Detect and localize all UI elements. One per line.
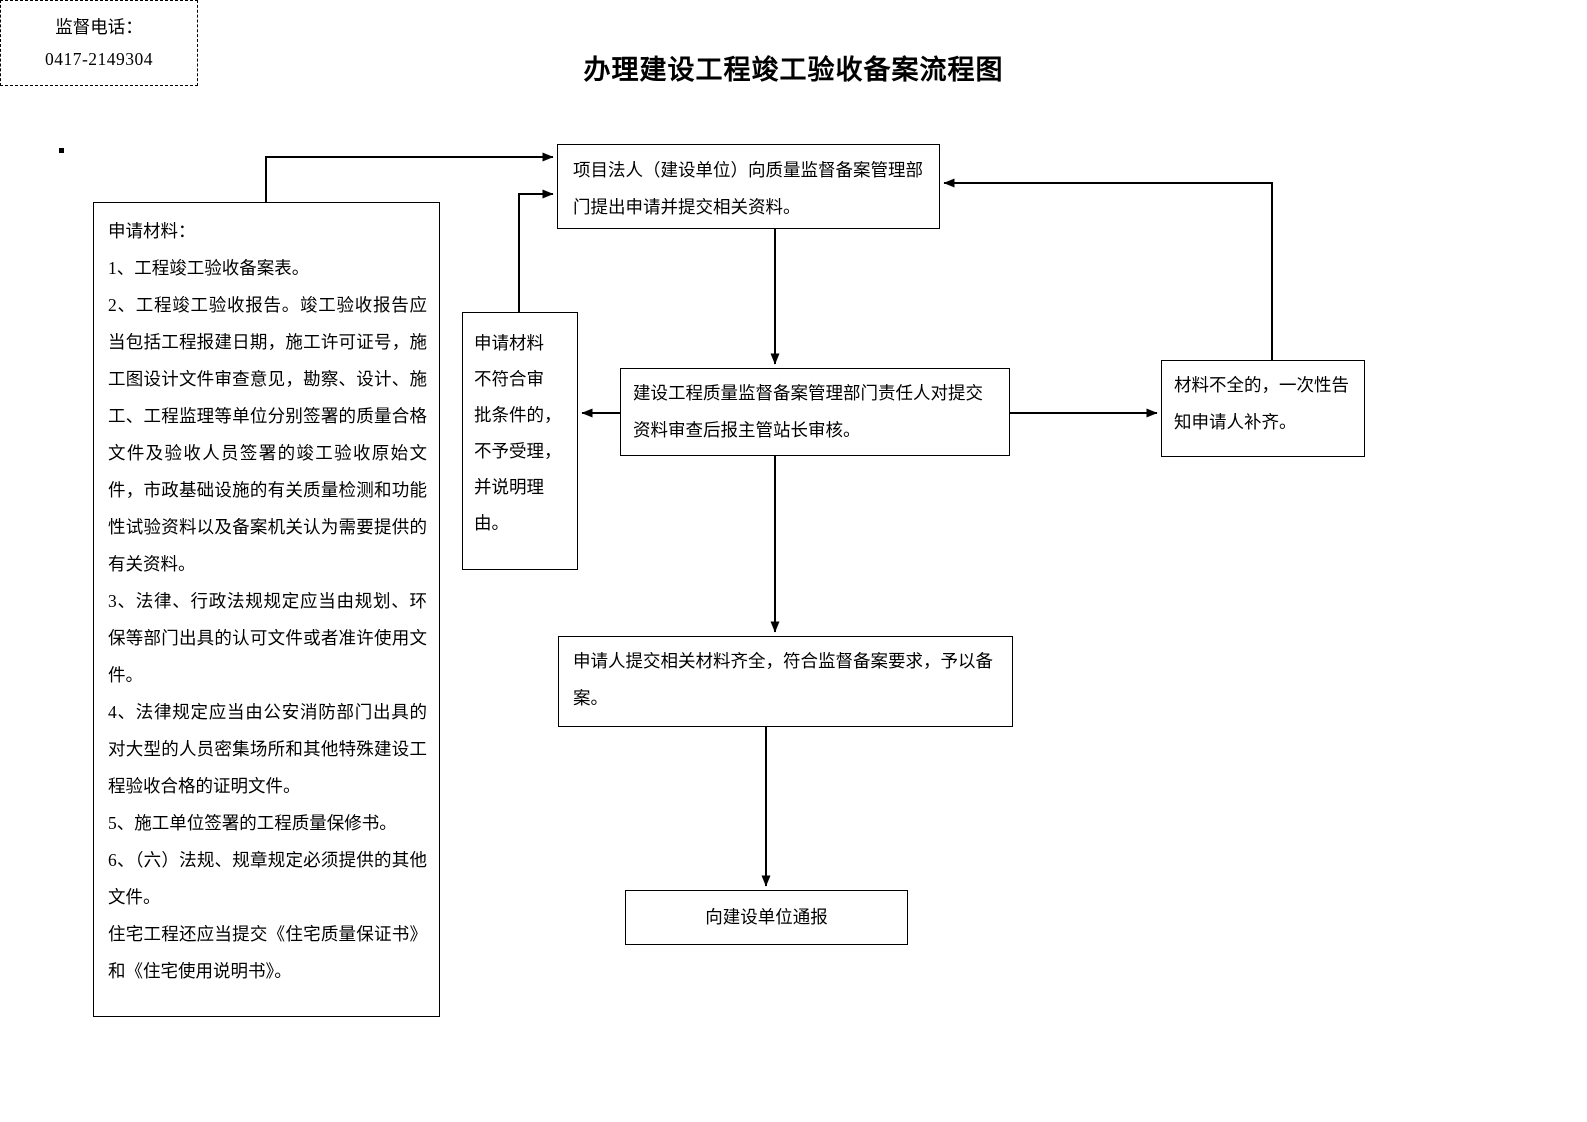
materials-item-6: 6、（六）法规、规章规定必须提供的其他文件。 [108,850,427,907]
node-reject-line-3: 批条件的， [474,405,562,425]
node-reject: 申请材料 不符合审 批条件的， 不予受理， 并说明理 由。 [462,312,578,570]
materials-item-1: 1、工程竣工验收备案表。 [108,258,310,278]
node-incomplete-materials: 材料不全的，一次性告知申请人补齐。 [1161,360,1365,457]
wire-reject-to-apply [518,189,554,312]
node-filing-text: 申请人提交相关材料齐全，符合监督备案要求，予以备案。 [573,651,993,708]
node-reject-line-6: 由。 [474,513,509,533]
node-reject-line-2: 不符合审 [474,369,544,389]
application-materials-panel: 申请材料： 1、工程竣工验收备案表。 2、工程竣工验收报告。竣工验收报告应当包括… [93,202,440,1017]
node-notify: 向建设单位通报 [625,890,908,945]
node-review: 建设工程质量监督备案管理部门责任人对提交资料审查后报主管站长审核。 [620,368,1010,456]
node-apply-text: 项目法人（建设单位）向质量监督备案管理部门提出申请并提交相关资料。 [573,160,923,217]
supervision-phone-box: 监督电话： 0417-2149304 [0,0,198,86]
node-filing: 申请人提交相关材料齐全，符合监督备案要求，予以备案。 [558,636,1013,727]
supervision-phone-label: 监督电话： [55,17,143,37]
materials-item-housing: 住宅工程还应当提交《住宅质量保证书》和《住宅使用说明书》。 [108,924,427,981]
node-reject-text: 申请材料 不符合审 批条件的， 不予受理， 并说明理 由。 [474,325,566,541]
node-incomplete-materials-text: 材料不全的，一次性告知申请人补齐。 [1174,375,1349,432]
node-notify-text: 向建设单位通报 [705,907,828,927]
materials-heading: 申请材料： [108,221,196,241]
wire-panel-to-apply [265,152,554,202]
materials-item-3: 3、法律、行政法规规定应当由规划、环保等部门出具的认可文件或者准许使用文件。 [108,591,427,685]
node-reject-line-5: 并说明理 [474,477,544,497]
materials-item-5: 5、施工单位签署的工程质量保修书。 [108,813,397,833]
node-review-text: 建设工程质量监督备案管理部门责任人对提交资料审查后报主管站长审核。 [633,383,983,440]
application-materials-text: 申请材料： 1、工程竣工验收备案表。 2、工程竣工验收报告。竣工验收报告应当包括… [108,213,427,990]
materials-item-4: 4、法律规定应当由公安消防部门出具的对大型的人员密集场所和其他特殊建设工程验收合… [108,702,427,796]
decorative-dot [59,148,64,153]
page-title: 办理建设工程竣工验收备案流程图 [583,55,1004,85]
supervision-phone-number: 0417-2149304 [44,49,154,69]
materials-item-2: 2、工程竣工验收报告。竣工验收报告应当包括工程报建日期，施工许可证号，施工图设计… [108,295,427,574]
node-apply: 项目法人（建设单位）向质量监督备案管理部门提出申请并提交相关资料。 [557,144,940,229]
node-reject-line-1: 申请材料 [474,333,544,353]
node-reject-line-4: 不予受理， [474,441,562,461]
wire-incomplete-to-apply [943,178,1273,360]
